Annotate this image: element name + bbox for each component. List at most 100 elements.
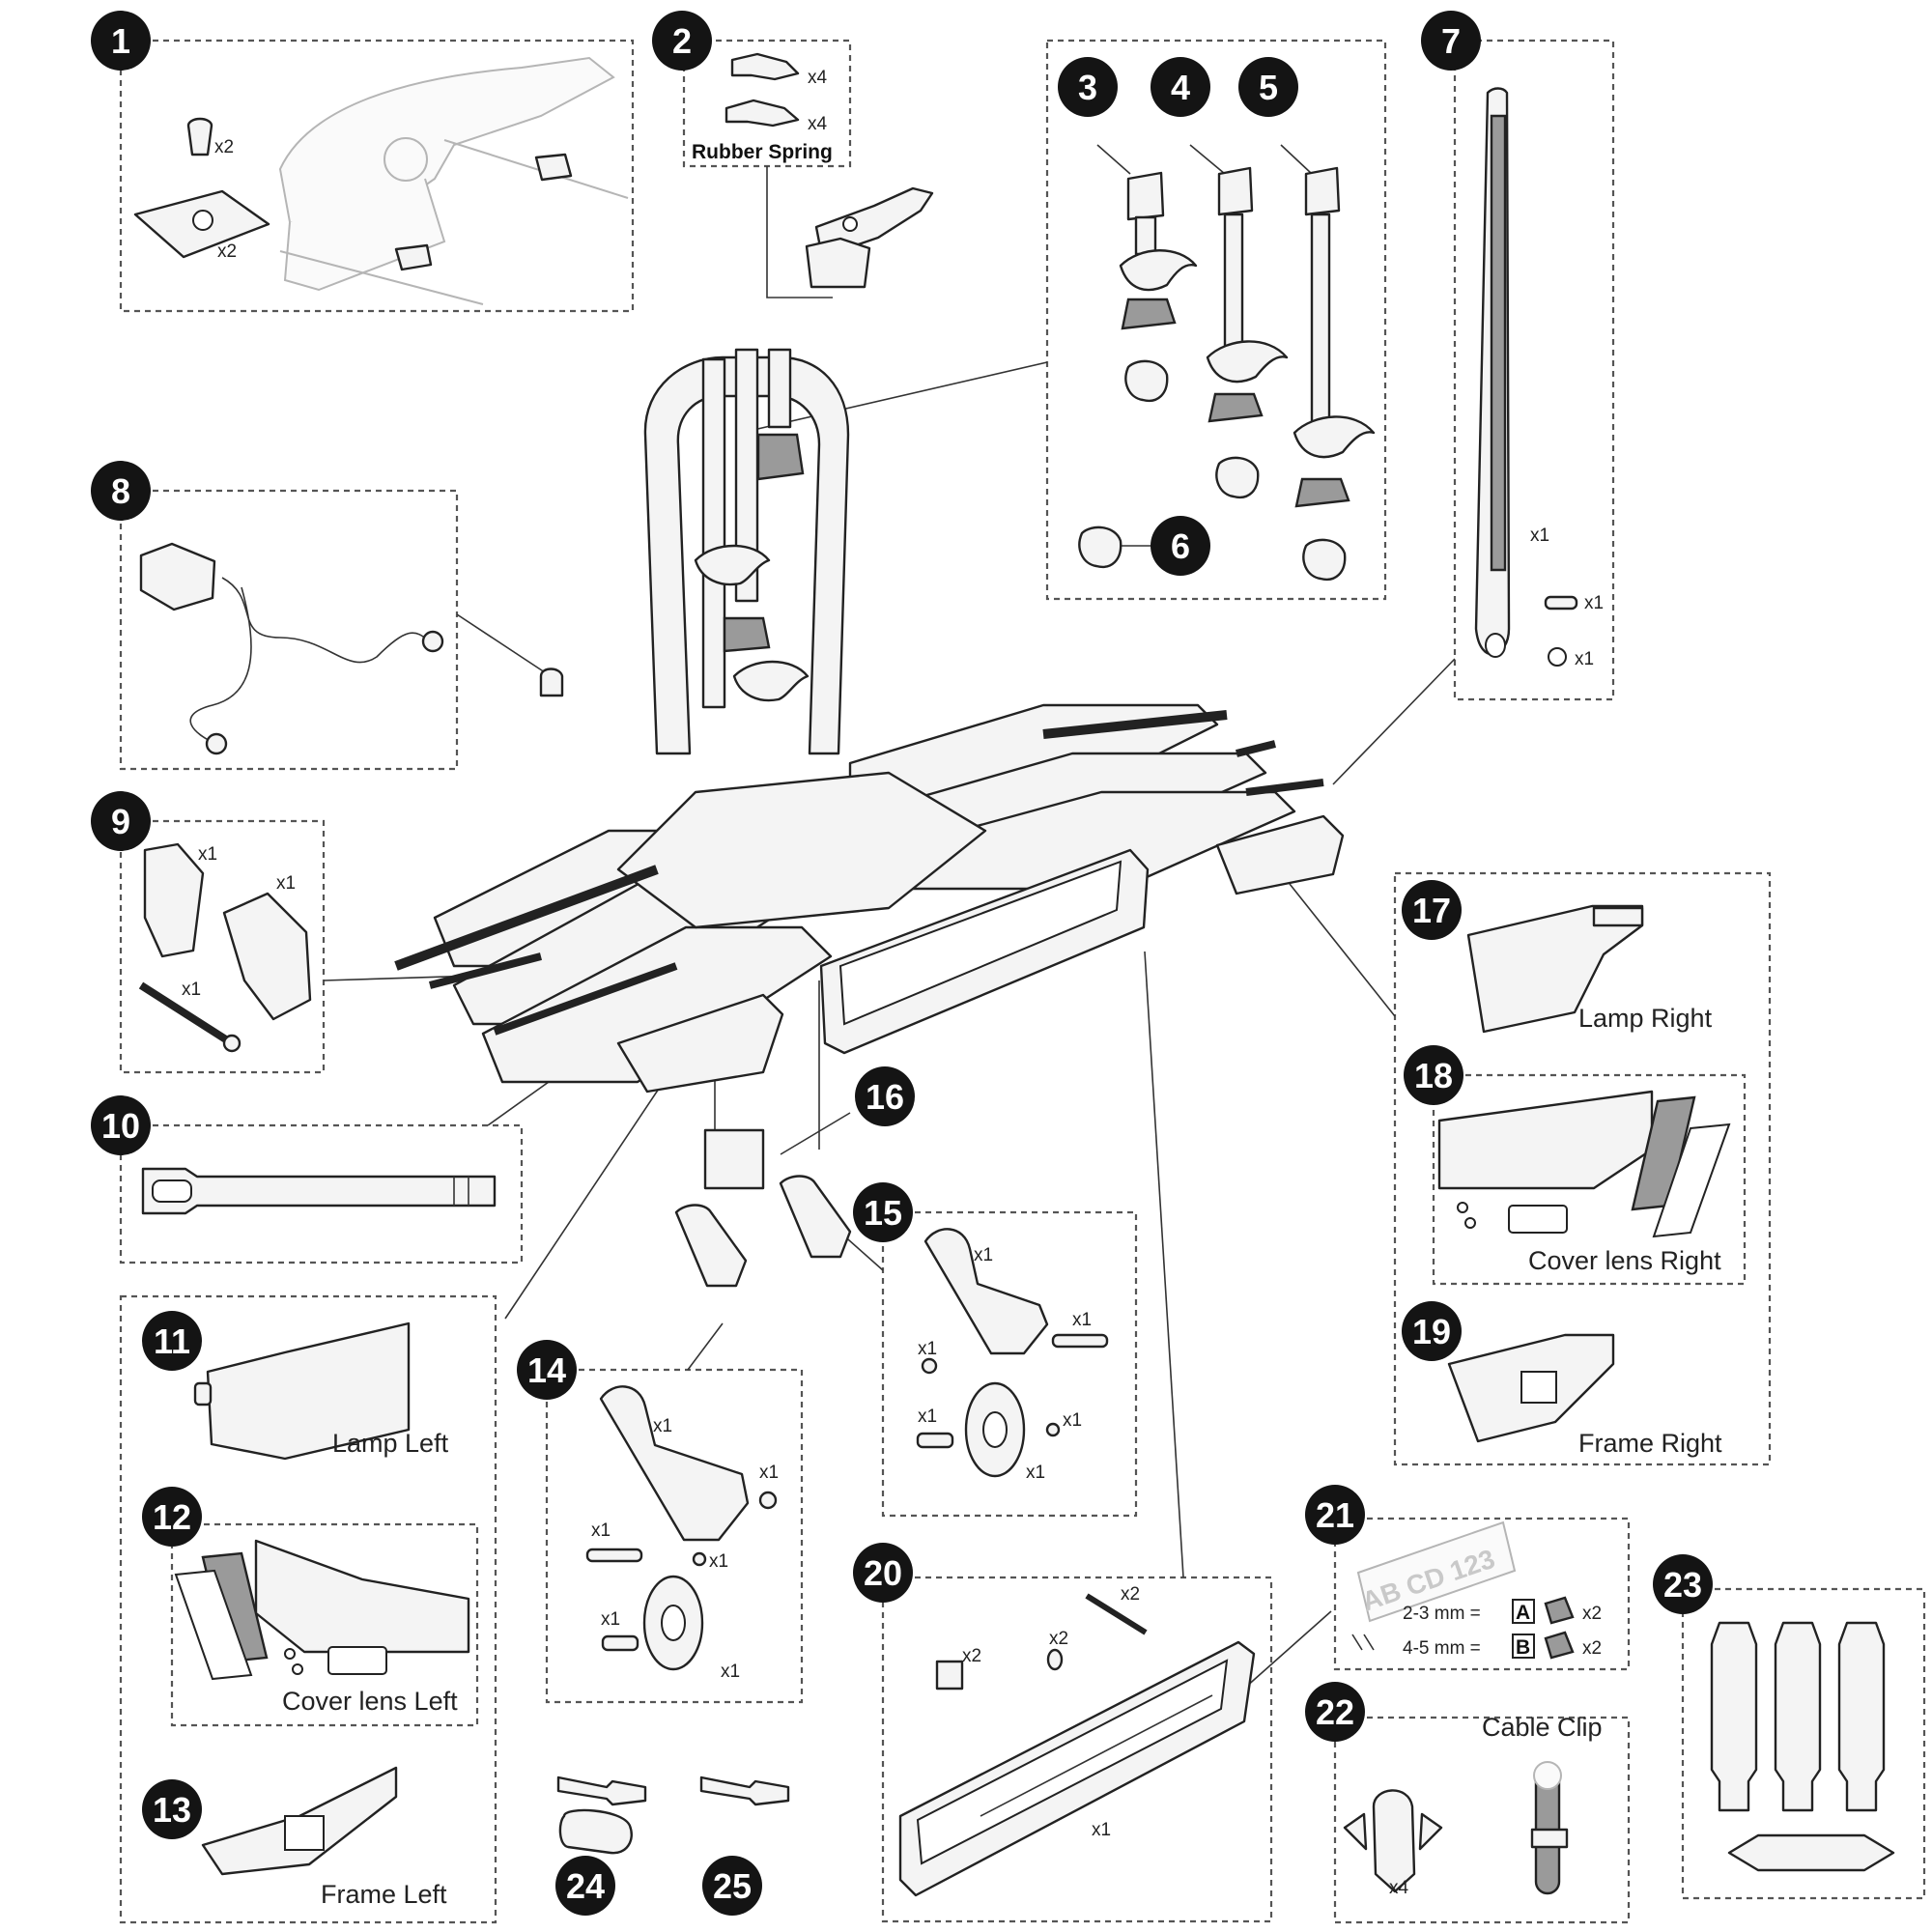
qty-7b: x1: [1584, 593, 1604, 613]
qty-1a: x2: [214, 137, 234, 157]
badge-25: 25: [702, 1856, 762, 1916]
part-20-plate-holder: x2 x2 x2 x1: [898, 1584, 1256, 1897]
leader-lines: [323, 144, 1456, 1696]
svg-text:20: 20: [864, 1553, 902, 1593]
badge-18: 18: [1404, 1045, 1463, 1105]
box-23: [1681, 1587, 1926, 1900]
part-17-lamp-right: Lamp Right: [1466, 904, 1713, 1034]
badge-5: 5: [1238, 57, 1298, 117]
part-11-lamp-left: Lamp Left: [193, 1321, 449, 1461]
part-2-rubber-spring: x4 x4 Rubber Spring: [692, 52, 934, 289]
svg-text:11: 11: [154, 1321, 190, 1361]
part-8-cable: [139, 542, 444, 755]
part-7-strap: x1 x1 x1: [1474, 87, 1604, 669]
svg-text:2: 2: [672, 21, 692, 61]
badge-13: 13: [142, 1779, 202, 1839]
svg-text:16: 16: [866, 1077, 904, 1117]
box-1: [119, 39, 635, 313]
part-24-key-and-cylinder: [556, 1776, 647, 1855]
qty-14c: x1: [591, 1520, 611, 1541]
qty-21b: x2: [1582, 1638, 1602, 1659]
svg-text:25: 25: [713, 1866, 752, 1906]
part-25-key: [699, 1776, 790, 1806]
part-18-cover-lens-right: Cover lens Right: [1437, 1090, 1731, 1275]
qty-15f: x1: [1026, 1463, 1045, 1483]
part-5-long-arm: [1293, 166, 1376, 582]
qty-14a: x1: [653, 1416, 672, 1436]
main-bike-carrier-assembly: [394, 348, 1345, 1288]
svg-text:24: 24: [566, 1866, 605, 1906]
box-18: [1432, 1073, 1747, 1286]
svg-text:3: 3: [1078, 68, 1097, 107]
spec-b-label: 4-5 mm =: [1403, 1638, 1481, 1659]
part-9-lock-bracket: x1 x1 x1: [138, 842, 312, 1053]
cover-lens-left-label: Cover lens Left: [282, 1687, 458, 1716]
qty-14d: x1: [709, 1551, 728, 1572]
number-badges: 1 2 3 4 5 6 7 8 9 10 11 12 13 14 15 16 1…: [91, 11, 1713, 1916]
part-13-frame-left: Frame Left: [201, 1766, 447, 1909]
svg-text:1: 1: [111, 21, 130, 61]
svg-text:8: 8: [111, 471, 130, 511]
part-3-short-arm: [1119, 171, 1198, 403]
badge-24: 24: [555, 1856, 615, 1916]
qty-7a: x1: [1530, 526, 1549, 546]
svg-text:13: 13: [153, 1790, 191, 1830]
svg-text:23: 23: [1663, 1565, 1702, 1605]
part-10-strap: [141, 1167, 497, 1215]
box-7: [1453, 39, 1615, 701]
part-19-frame-right: Frame Right: [1447, 1333, 1722, 1458]
badge-21: 21: [1305, 1485, 1365, 1545]
svg-text:18: 18: [1414, 1056, 1453, 1095]
cable-clip-label: Cable Clip: [1482, 1713, 1603, 1742]
qty-14e: x1: [601, 1609, 620, 1630]
part-1-mount-kit: x2 x2: [133, 56, 629, 305]
badge-19: 19: [1402, 1301, 1462, 1361]
part-22-cable-clip: Cable Clip x4: [1343, 1713, 1603, 1898]
qty-15d: x1: [918, 1406, 937, 1427]
badge-17: 17: [1402, 880, 1462, 940]
box-21: [1333, 1517, 1631, 1671]
svg-text:9: 9: [111, 802, 130, 841]
qty-20d: x1: [1092, 1820, 1111, 1840]
spec-a-letter: A: [1516, 1602, 1530, 1624]
qty-1b: x2: [217, 242, 237, 262]
qty-9a: x1: [198, 844, 217, 865]
badge-23: 23: [1653, 1554, 1713, 1614]
qty-2a: x4: [808, 68, 828, 88]
part-4-medium-arm: [1206, 166, 1289, 499]
spec-b-letter: B: [1516, 1636, 1530, 1659]
qty-15a: x1: [974, 1245, 993, 1265]
badge-2: 2: [652, 11, 712, 71]
part-21-plate-spacer: AB CD 123 2-3 mm = A x2 4-5 mm = B x2: [1351, 1520, 1602, 1660]
svg-text:7: 7: [1441, 21, 1461, 61]
badge-8: 8: [91, 461, 151, 521]
svg-text:14: 14: [527, 1350, 566, 1390]
frame-left-label: Frame Left: [321, 1880, 447, 1909]
part-6-rubber-pad: [1078, 526, 1122, 569]
qty-22: x4: [1389, 1878, 1409, 1898]
part-15-wheel-right: x1 x1 x1 x1 x1 x1: [916, 1228, 1109, 1483]
qty-15c: x1: [918, 1339, 937, 1359]
badge-7: 7: [1421, 11, 1481, 71]
badge-15: 15: [853, 1182, 913, 1242]
badge-3: 3: [1058, 57, 1118, 117]
badge-20: 20: [853, 1543, 913, 1603]
badge-22: 22: [1305, 1682, 1365, 1742]
qty-15b: x1: [1072, 1310, 1092, 1330]
qty-9b: x1: [276, 873, 296, 894]
svg-text:6: 6: [1171, 526, 1190, 566]
qty-7c: x1: [1575, 649, 1594, 669]
qty-14b: x1: [759, 1463, 779, 1483]
svg-text:12: 12: [153, 1497, 191, 1537]
svg-text:4: 4: [1171, 68, 1190, 107]
box-22: [1333, 1716, 1631, 1924]
box-12: [170, 1522, 479, 1727]
box-10: [119, 1123, 524, 1264]
box-17-19: [1393, 871, 1772, 1466]
box-9: [119, 819, 326, 1074]
badge-11: 11: [142, 1311, 202, 1371]
qty-20b: x2: [1049, 1629, 1068, 1649]
box-3-6: [1045, 39, 1387, 601]
qty-14f: x1: [721, 1662, 740, 1682]
